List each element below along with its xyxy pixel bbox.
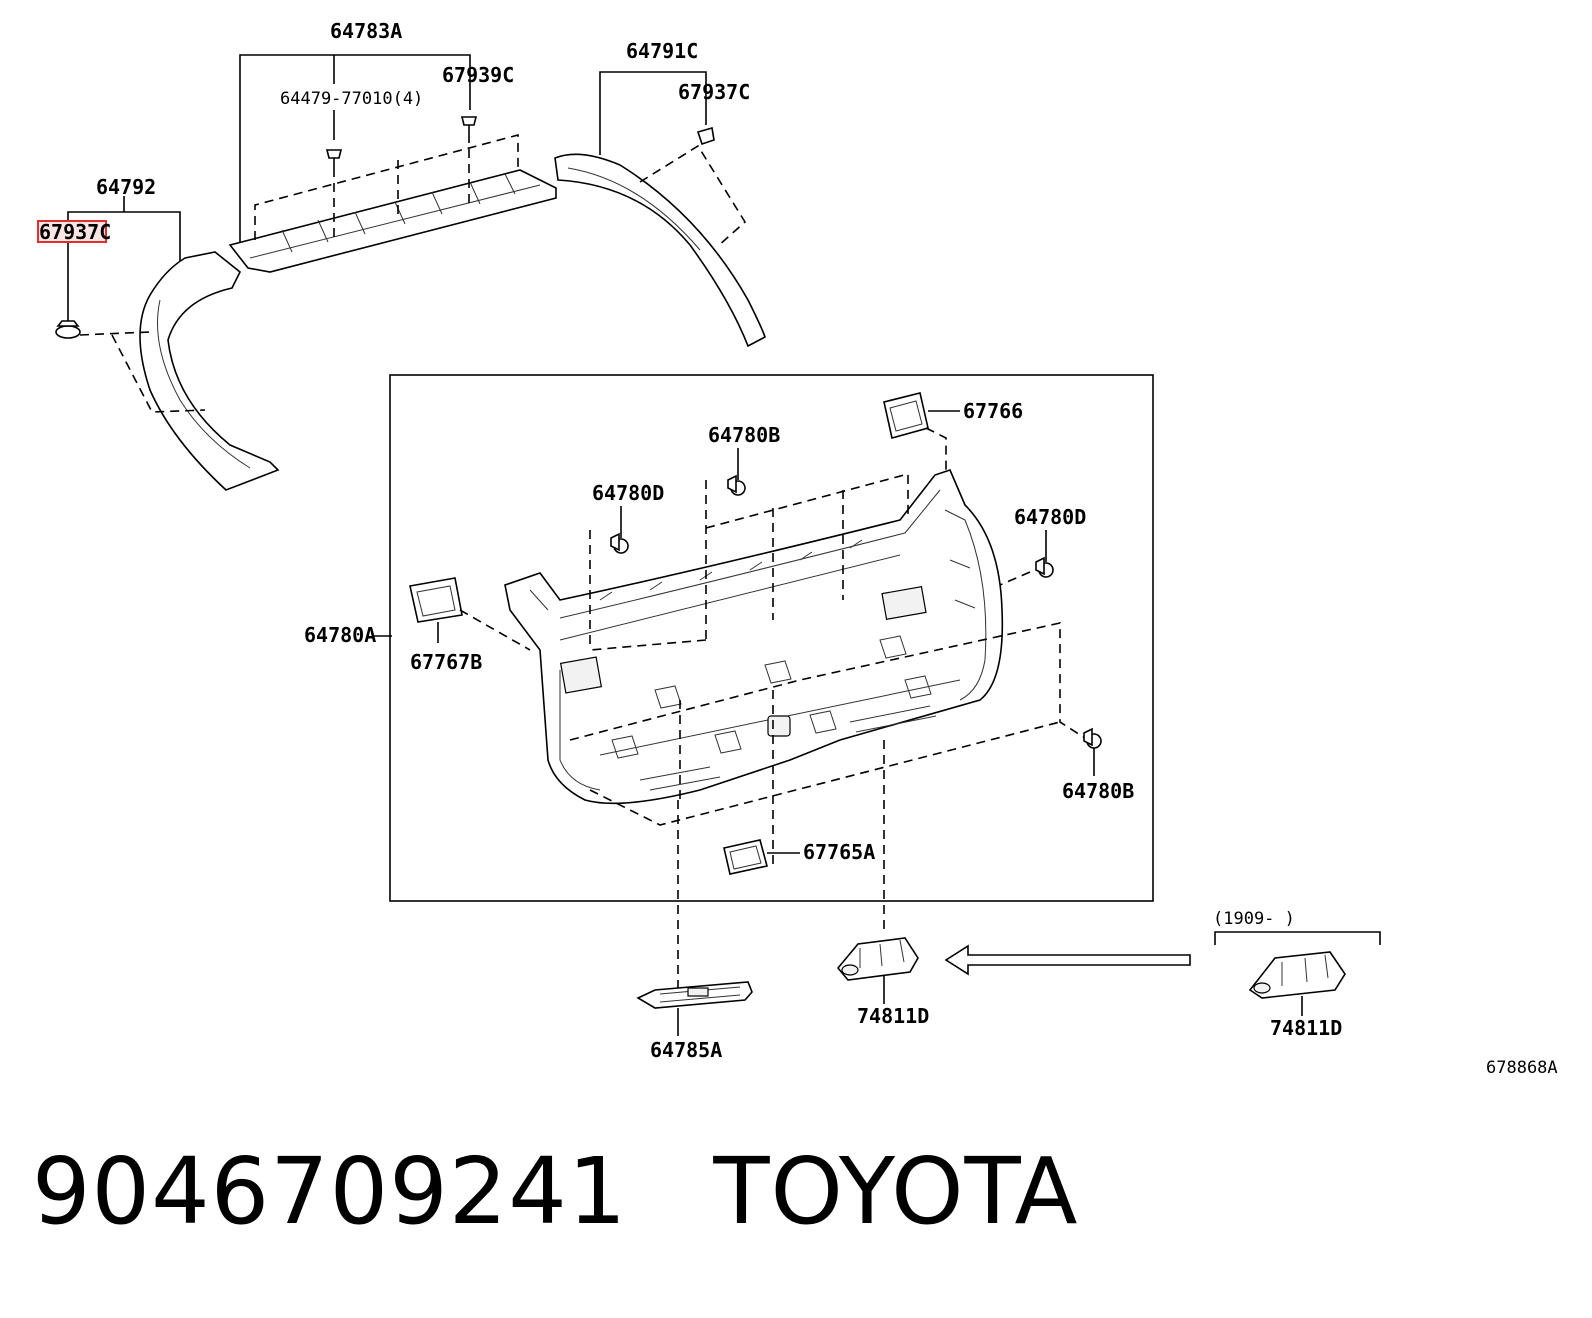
part-74811D-switch-left: [836, 937, 919, 1004]
label-date-range[interactable]: (1909- ): [1213, 909, 1295, 929]
label-64791C[interactable]: 64791C: [626, 39, 698, 63]
leader-64783A: [239, 54, 471, 250]
dashed-frame-upper: [589, 472, 909, 651]
clip-64780D-right: [1035, 556, 1054, 578]
label-67937C-left[interactable]: 67937C: [39, 220, 111, 244]
label-64785A[interactable]: 64785A: [650, 1038, 722, 1062]
part-caption: 9046709241 TOYOTA: [32, 1138, 1079, 1245]
part-64783A-rail: [228, 133, 557, 273]
label-74811D-left[interactable]: 74811D: [857, 1004, 929, 1028]
label-64792[interactable]: 64792: [96, 175, 156, 199]
label-64783A[interactable]: 64783A: [330, 19, 402, 43]
part-64792-garnish: [79, 251, 280, 491]
clip-64780B-bottom: [1083, 727, 1102, 776]
clip-64780D-left: [610, 532, 629, 554]
part-number: 9046709241: [32, 1138, 628, 1245]
clip-67937C-right: [696, 126, 715, 146]
part-74811D-switch-right: [1248, 951, 1346, 1016]
main-assembly-box: [389, 374, 1154, 902]
label-64780B-bottom[interactable]: 64780B: [1062, 779, 1134, 803]
clip-67937C-left: [55, 320, 81, 339]
part-64791C-garnish: [554, 144, 766, 348]
label-67937C-right[interactable]: 67937C: [678, 80, 750, 104]
arrow-supersession: [944, 944, 1191, 976]
label-64479-77010[interactable]: 64479-77010(4): [280, 89, 423, 109]
brand-name: TOYOTA: [713, 1138, 1079, 1245]
highlight-67937C-left: [37, 220, 107, 243]
clip-64780B-top: [727, 474, 746, 496]
label-64780D-left[interactable]: 64780D: [592, 481, 664, 505]
part-67765A-cap: [723, 839, 800, 875]
label-67765A[interactable]: 67765A: [803, 840, 875, 864]
label-64780B-top[interactable]: 64780B: [708, 423, 780, 447]
label-67939C[interactable]: 67939C: [442, 63, 514, 87]
part-67767B-cap: [409, 577, 463, 643]
clip-64479: [325, 149, 343, 168]
clip-67939C: [460, 116, 478, 134]
label-74811D-right[interactable]: 74811D: [1270, 1016, 1342, 1040]
label-67767B[interactable]: 67767B: [410, 650, 482, 674]
label-diagram-reference: 678868A: [1486, 1058, 1558, 1078]
bracket-date-range: [1214, 931, 1381, 945]
label-67766[interactable]: 67766: [963, 399, 1023, 423]
leader-64791C: [599, 71, 707, 155]
label-64780D-right[interactable]: 64780D: [1014, 505, 1086, 529]
label-64780A[interactable]: 64780A: [304, 623, 376, 647]
dashed-frame-lower: [459, 571, 1086, 870]
part-64785A-bezel: [636, 981, 753, 1036]
part-64780A-trim-panel: [504, 469, 1004, 805]
